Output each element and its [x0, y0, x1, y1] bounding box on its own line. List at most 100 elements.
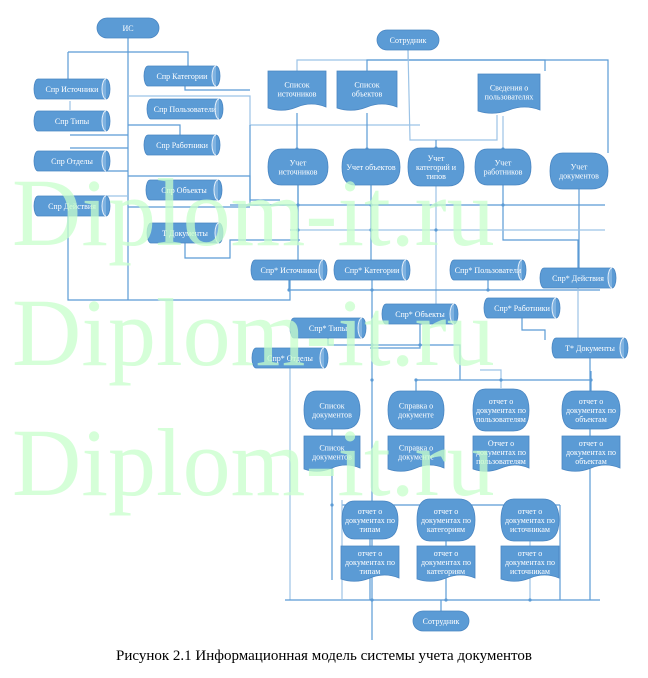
- data-store-end: [211, 134, 217, 156]
- node-database: Спр Типы: [33, 110, 111, 132]
- node-label: пользователям: [476, 415, 526, 424]
- terminator-shape: [412, 610, 470, 632]
- junction-dot: [296, 203, 300, 207]
- node-label: Спр Пользователи: [154, 105, 217, 114]
- junction-dot: [418, 343, 422, 347]
- node-label: отчет о: [579, 397, 603, 406]
- node-label: типам: [360, 567, 381, 576]
- node-label: Спр* Объекты: [395, 310, 445, 319]
- node-label: Спр* Типы: [309, 324, 348, 333]
- node-database: Т Документы: [146, 222, 224, 244]
- node-label: Учет: [428, 154, 445, 163]
- data-store-end: [318, 259, 324, 281]
- node-label: отчет о: [434, 549, 458, 558]
- node-label: Спр Типы: [55, 117, 90, 126]
- connector-line: [68, 51, 189, 66]
- process-shape: [341, 148, 401, 186]
- node-label: документов: [312, 453, 352, 462]
- node-label: Сведения о: [490, 84, 528, 93]
- watermark-text: Diplom-it.ru: [12, 279, 495, 386]
- node-label: Спр* Действия: [552, 274, 604, 283]
- node-label: категориям: [427, 567, 465, 576]
- node-label: документах по: [505, 558, 555, 567]
- node-label: документов: [559, 172, 599, 181]
- document-shape: [472, 435, 530, 472]
- node-label: Спр* Пользователи: [455, 266, 522, 275]
- data-store-end: [101, 78, 107, 100]
- junction-dot: [370, 288, 374, 292]
- node-label: Сотрудник: [423, 617, 460, 626]
- junction-dot: [499, 378, 503, 382]
- connector-line: [502, 185, 579, 268]
- junction-dot: [296, 228, 300, 232]
- process-shape: [267, 148, 329, 186]
- node-label: документах по: [505, 516, 555, 525]
- data-store-end: [319, 347, 325, 369]
- node-label: Отчет о: [488, 439, 514, 448]
- node-database: Спр* Типы: [289, 317, 367, 339]
- data-store-end: [214, 98, 220, 120]
- node-label: Учет: [495, 159, 512, 168]
- connector-line: [521, 318, 546, 340]
- data-store-end: [213, 179, 219, 201]
- connector-line: [327, 338, 461, 380]
- connector-line: [408, 59, 609, 153]
- node-label: документах по: [476, 406, 526, 415]
- junction-dot: [370, 378, 374, 382]
- node-database: Спр Категории: [143, 65, 221, 87]
- node-label: документах по: [421, 516, 471, 525]
- node-label: Спр Источники: [46, 85, 100, 94]
- watermark-text: Diplom-it.ru: [12, 409, 495, 516]
- connector-line: [407, 49, 498, 141]
- junction-dot: [434, 228, 438, 232]
- node-label: работников: [484, 168, 523, 177]
- process-shape: [561, 390, 621, 430]
- node-label: документе: [398, 453, 434, 462]
- junction-dot: [434, 203, 438, 207]
- node-label: отчет о: [434, 507, 458, 516]
- node-label: Спр* Отделы: [267, 354, 313, 363]
- node-label: Т Документы: [162, 229, 208, 238]
- node-label: Сотрудник: [390, 36, 427, 45]
- data-store-end: [517, 259, 523, 281]
- junction-dot: [486, 288, 490, 292]
- node-label: типам: [360, 525, 381, 534]
- document-shape: [500, 545, 560, 582]
- junction-dot: [330, 503, 334, 507]
- data-store-end: [619, 337, 625, 359]
- document-shape: [561, 435, 621, 472]
- node-database: Спр* Объекты: [381, 303, 459, 325]
- node-label: Спр Категории: [157, 72, 209, 81]
- connector-line: [128, 95, 420, 126]
- connector-line: [480, 369, 502, 388]
- node-database: Спр Работники: [143, 134, 221, 156]
- document-shape: [416, 545, 476, 582]
- junction-dot: [369, 228, 373, 232]
- node-database: Т* Документы: [551, 337, 629, 359]
- node-label: документе: [398, 411, 434, 420]
- connector-line: [366, 59, 408, 71]
- node-label: типов: [426, 172, 446, 181]
- process-shape: [341, 500, 399, 540]
- node-database: Спр Источники: [33, 78, 111, 100]
- watermark-text: Diplom-it.ru: [12, 159, 495, 266]
- node-label: документах по: [476, 448, 526, 457]
- junction-dot: [369, 203, 373, 207]
- process-shape: [474, 148, 532, 186]
- process-shape: [472, 388, 530, 432]
- node-label: документов: [312, 411, 352, 420]
- process-shape: [407, 147, 465, 187]
- process-shape: [500, 498, 560, 542]
- node-label: объектам: [575, 457, 607, 466]
- node-label: Справка о: [399, 402, 433, 411]
- node-database: Спр Объекты: [145, 179, 223, 201]
